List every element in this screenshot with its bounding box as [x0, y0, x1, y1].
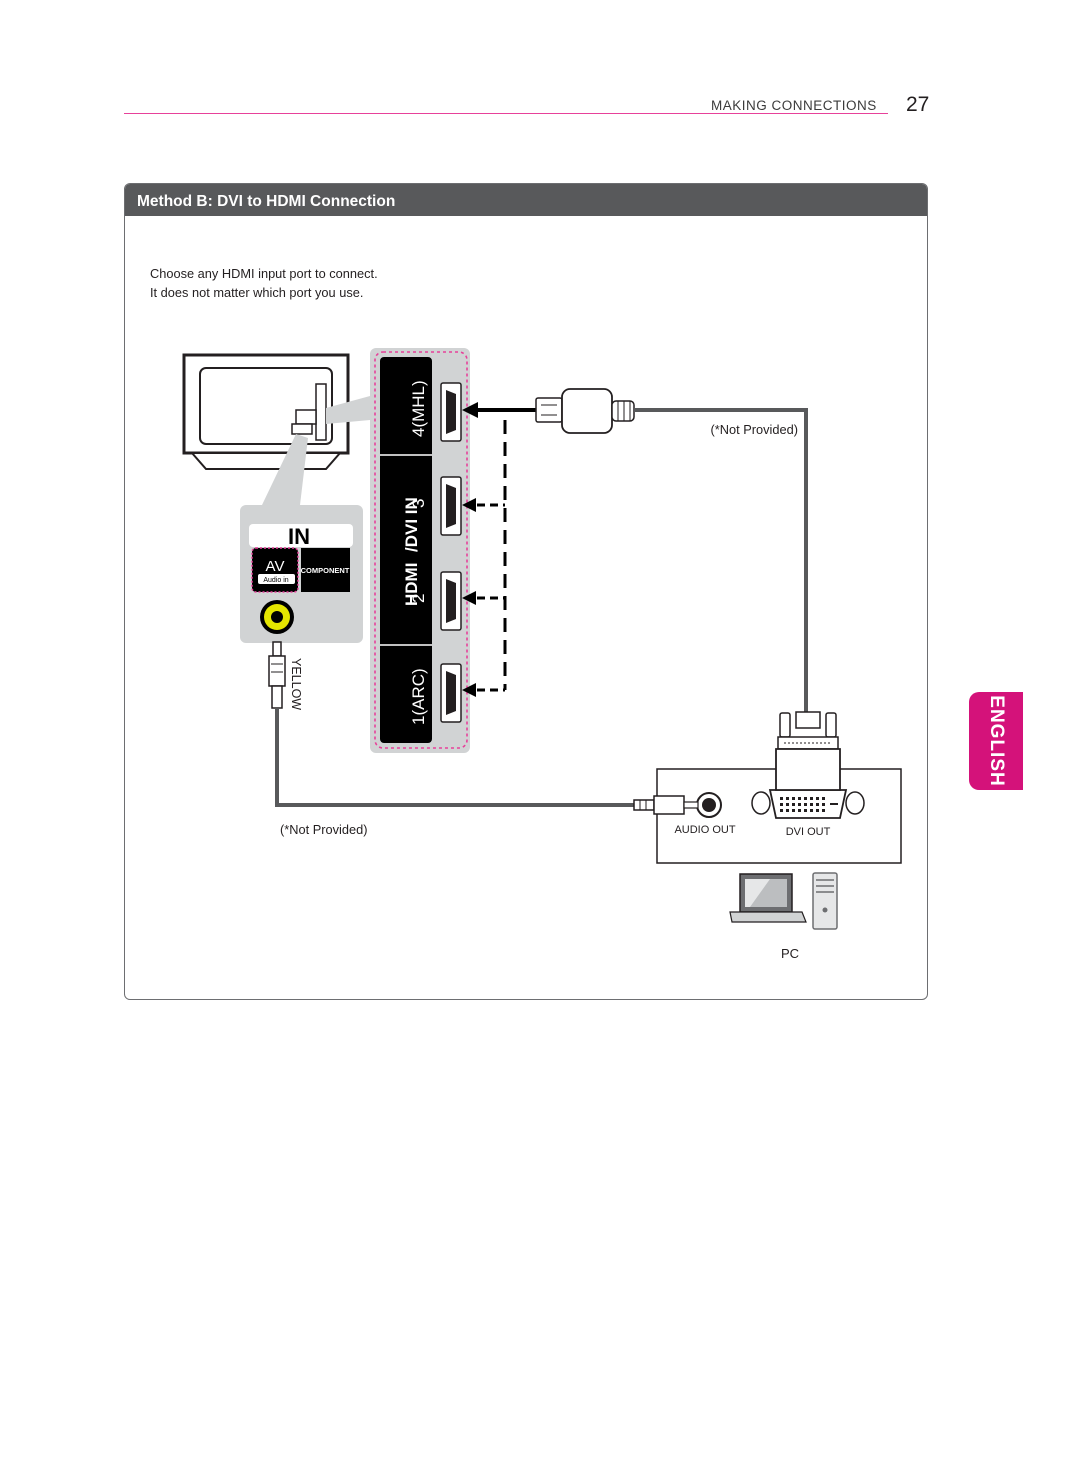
hdmi-port-2 — [440, 571, 462, 631]
pc-label: PC — [781, 946, 799, 961]
dvi-out-label: DVI OUT — [786, 826, 831, 838]
av-label: AV — [266, 558, 285, 575]
hdmi-plug-illustration — [535, 388, 635, 434]
tv-rear-illustration — [182, 353, 350, 470]
not-provided-audio-label: (*Not Provided) — [280, 822, 367, 837]
instruction-line-1: Choose any HDMI input port to connect. — [150, 266, 378, 281]
rca-plug-illustration — [268, 641, 286, 709]
in-label: IN — [288, 524, 310, 549]
page-number: 27 — [906, 93, 930, 116]
header-rule — [124, 113, 888, 114]
port-label-1: 1(ARC) — [409, 668, 428, 725]
not-provided-hdmi-label: (*Not Provided) — [711, 422, 798, 437]
laptop-icon — [729, 873, 807, 923]
av-input-panel: IN AV Audio in COMPONENT — [240, 505, 363, 643]
hdmi-logo-label: HDMI — [402, 563, 421, 606]
method-panel: Method B: DVI to HDMI Connection — [124, 183, 928, 1000]
language-tab: ENGLISH — [969, 692, 1023, 790]
audio-out-label: AUDIO OUT — [674, 824, 735, 836]
port-label-2: 2 — [409, 594, 428, 603]
hdmi-port-4 — [440, 382, 462, 442]
desktop-tower-icon — [812, 872, 838, 930]
instruction-line-2: It does not matter which port you use. — [150, 285, 364, 300]
port-label-3: 3 — [409, 499, 428, 508]
audio-cable — [275, 708, 640, 807]
hdmi-dvi-cable — [634, 408, 808, 712]
port-label-4: 4(MHL) — [409, 380, 428, 437]
cable-color-label: YELLOW — [289, 658, 303, 710]
hdmi-input-panel: HDMI /DVI IN 4(MHL) 3 2 1(ARC) — [370, 348, 470, 753]
section-name: MAKING CONNECTIONS — [711, 98, 877, 113]
hdmi-port-3 — [440, 476, 462, 536]
zoom-wedge-av — [262, 434, 308, 505]
audio-plug-illustration — [633, 795, 699, 815]
panel-header: Method B: DVI to HDMI Connection — [125, 184, 927, 216]
panel-title: Method B: DVI to HDMI Connection — [137, 193, 396, 210]
component-label: COMPONENT — [301, 566, 350, 575]
zoom-wedge-hdmi — [326, 396, 370, 424]
dvi-in-label: /DVI IN — [402, 497, 421, 552]
hdmi-port-1 — [440, 663, 462, 723]
audio-in-label: Audio in — [263, 577, 288, 584]
dvi-out-port — [751, 789, 865, 819]
port-arrows — [462, 402, 536, 697]
dvi-plug-illustration — [775, 711, 841, 791]
